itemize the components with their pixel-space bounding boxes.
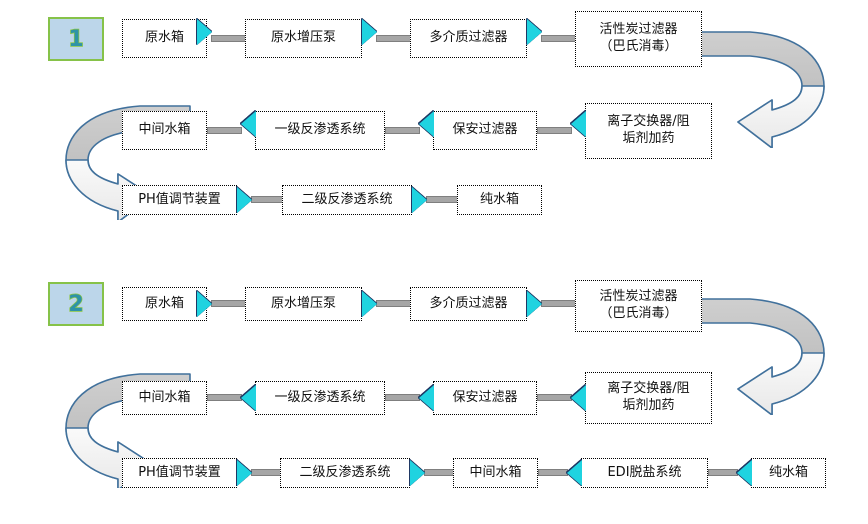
arrow-triangle-right — [197, 19, 212, 45]
arrow-triangle-right — [237, 460, 252, 486]
connector-bar — [207, 127, 242, 134]
node-intermediate-water-tank[interactable]: 中间水箱 — [122, 381, 207, 415]
arrow-triangle-right — [362, 19, 377, 45]
node-second-stage-ro-system[interactable]: 二级反渗透系统 — [282, 185, 412, 215]
arrow-triangle-left — [241, 385, 256, 411]
arrow-triangle-left — [571, 385, 586, 411]
arrow-triangle-right — [237, 187, 252, 213]
connector-bar — [426, 196, 458, 203]
connector-bar — [251, 196, 283, 203]
node-first-stage-ro-system[interactable]: 一级反渗透系统 — [255, 111, 385, 150]
node-raw-water-booster-pump[interactable]: 原水增压泵 — [245, 19, 362, 58]
arrow-triangle-right — [197, 291, 212, 317]
node-intermediate-water-tank[interactable]: 中间水箱 — [453, 458, 538, 488]
connector-bar — [537, 394, 572, 401]
node-intermediate-water-tank[interactable]: 中间水箱 — [122, 111, 207, 150]
node-edi-desalination-system[interactable]: EDI脱盐系统 — [581, 458, 708, 488]
arrow-triangle-right — [410, 460, 425, 486]
connector-bar — [708, 469, 738, 476]
connector-bar — [376, 300, 411, 307]
arrow-triangle-left — [571, 111, 586, 137]
node-ph-adjustment-device[interactable]: PH值调节装置 — [122, 458, 237, 488]
node-first-stage-ro-system[interactable]: 一级反渗透系统 — [255, 381, 385, 415]
connector-bar — [541, 300, 576, 307]
connector-bar — [251, 469, 281, 476]
node-activated-carbon-filter[interactable]: 活性炭过滤器 （巴氏消毒） — [575, 280, 702, 332]
node-second-stage-ro-system[interactable]: 二级反渗透系统 — [280, 458, 410, 488]
node-pure-water-tank[interactable]: 纯水箱 — [457, 185, 542, 215]
arrow-triangle-left — [419, 111, 434, 137]
uturn-arrow-right-flow1 — [699, 31, 825, 148]
node-ion-exchanger-antiscalant[interactable]: 离子交换器/阻 垢剂加药 — [585, 372, 712, 424]
node-security-filter[interactable]: 保安过滤器 — [433, 381, 537, 415]
connector-bar — [211, 300, 246, 307]
node-ion-exchanger-antiscalant[interactable]: 离子交换器/阻 垢剂加药 — [585, 103, 712, 159]
connector-bar — [541, 35, 576, 42]
uturn-arrow-right-flow2 — [699, 298, 825, 415]
connector-bar — [385, 127, 420, 134]
arrow-triangle-left — [419, 385, 434, 411]
node-ph-adjustment-device[interactable]: PH值调节装置 — [122, 185, 237, 215]
arrow-triangle-right — [362, 291, 377, 317]
connector-bar — [211, 35, 246, 42]
node-security-filter[interactable]: 保安过滤器 — [433, 111, 537, 150]
node-raw-water-tank[interactable]: 原水箱 — [122, 287, 207, 321]
arrow-triangle-right — [527, 291, 542, 317]
connector-bar — [376, 35, 411, 42]
connector-bar — [207, 394, 242, 401]
node-activated-carbon-filter[interactable]: 活性炭过滤器 （巴氏消毒） — [575, 11, 702, 67]
connector-bar — [538, 469, 568, 476]
node-multimedia-filter[interactable]: 多介质过滤器 — [410, 19, 527, 58]
connector-bar — [385, 394, 420, 401]
node-raw-water-tank[interactable]: 原水箱 — [122, 19, 207, 58]
node-pure-water-tank[interactable]: 纯水箱 — [751, 458, 826, 488]
flow-badge-2: 2 — [48, 282, 104, 326]
arrow-triangle-left — [737, 460, 752, 486]
connector-bar — [424, 469, 454, 476]
node-multimedia-filter[interactable]: 多介质过滤器 — [410, 287, 527, 321]
arrow-triangle-right — [527, 19, 542, 45]
arrow-triangle-right — [412, 187, 427, 213]
connector-bar — [537, 127, 572, 134]
flow-badge-1: 1 — [48, 17, 104, 61]
node-raw-water-booster-pump[interactable]: 原水增压泵 — [245, 287, 362, 321]
arrow-triangle-left — [567, 460, 582, 486]
arrow-triangle-left — [241, 111, 256, 137]
